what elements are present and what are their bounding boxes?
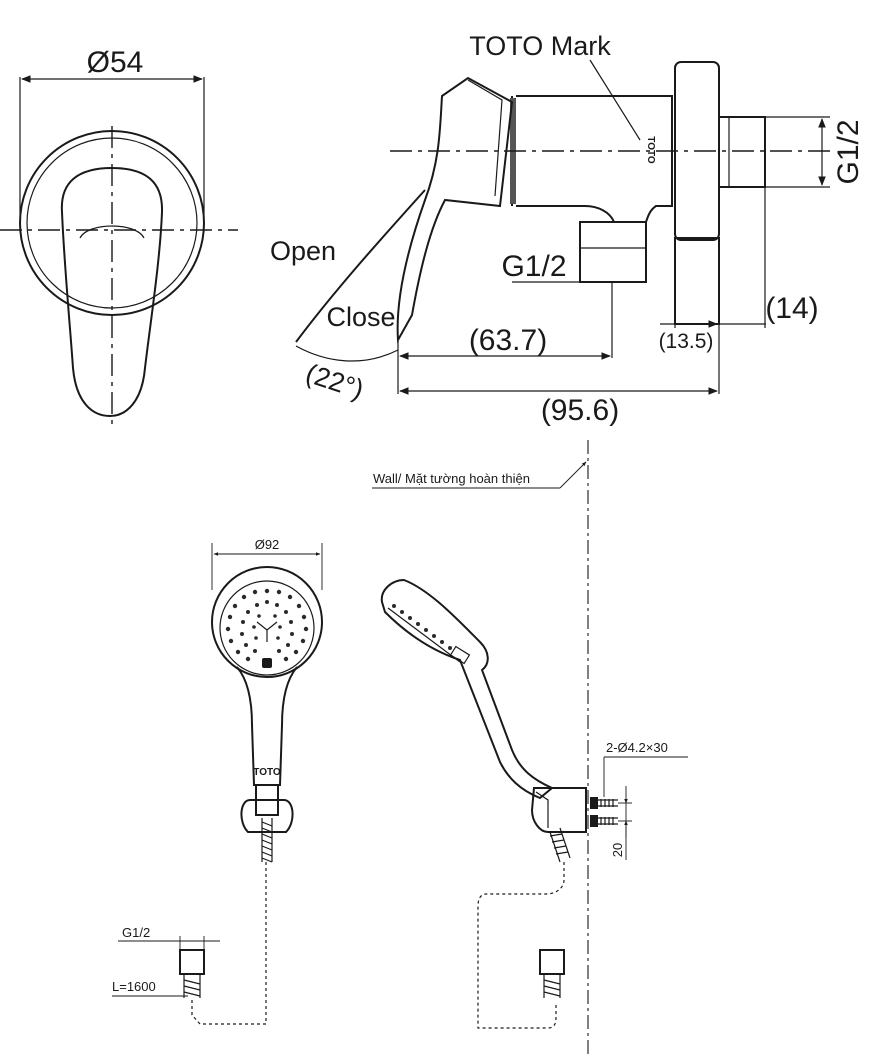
dim-14-label: (14): [765, 292, 818, 325]
mixer-side-view: TOTO TOTO Mark G1/2 G1/2 Open Close (22°…: [270, 31, 865, 427]
shower-front-view: Ø92 TOTO: [112, 537, 323, 1025]
wall-holder-side: [530, 787, 587, 833]
toto-mark-label: TOTO Mark: [469, 31, 611, 61]
dim-63-7-label: (63.7): [469, 324, 547, 357]
hose-end-ribs: [183, 974, 201, 998]
shower-head-nozzles: [225, 588, 309, 662]
angle-label: (22°): [302, 358, 367, 405]
inlet-thread: [718, 116, 766, 188]
screw-label: 2-Ø4.2×30: [606, 740, 668, 755]
hose-connector-ribs: [261, 821, 273, 863]
spray-selector-button: [262, 658, 272, 668]
side-spray-button: [449, 645, 471, 665]
wall-holder-front: [240, 799, 294, 833]
mixer-front-view: Ø54: [0, 46, 238, 430]
close-label: Close: [326, 302, 395, 332]
screw-thread-top: [598, 799, 618, 807]
diameter-label: Ø54: [87, 46, 144, 79]
screw-head-bottom: [590, 815, 598, 827]
hose-side: [477, 862, 565, 1029]
shower-side-view: 2-Ø4.2×30 20: [380, 578, 688, 1029]
outlet-spout: [579, 221, 647, 283]
shower-head-side-nozzles: [392, 604, 452, 650]
shower-head-side: [380, 578, 554, 800]
open-label: Open: [270, 236, 336, 266]
hose-front: [191, 862, 267, 1025]
wall-leader-arrow: [559, 461, 587, 489]
dim-13-5-label: (13.5): [659, 330, 714, 353]
wall: Wall/ Mặt tường hoàn thiện: [372, 440, 589, 1054]
screw-spacing-label: 20: [610, 843, 625, 857]
outlet-thread-label: G1/2: [501, 250, 566, 283]
lever-open-position: [295, 189, 426, 343]
wall-flange-lower: [674, 237, 720, 325]
head-diameter-label: Ø92: [255, 537, 280, 552]
spray-selector-mark: [256, 621, 278, 631]
shower-head-face: [219, 580, 315, 676]
holder-clip-side: [535, 791, 549, 828]
shower-head-outer: [211, 566, 323, 678]
lever-handle-inner-line: [467, 79, 503, 197]
hose-connector-side: [549, 827, 571, 863]
lever-front-highlight: [79, 225, 145, 239]
hose-nut-side: [539, 949, 565, 975]
hose-thread-label: G1/2: [122, 925, 150, 940]
hose-length-label: L=1600: [112, 979, 156, 994]
body-logo: TOTO: [645, 136, 656, 164]
shower-head-face-edge: [387, 607, 461, 663]
lever-sweep-arc: [295, 345, 399, 362]
wall-label: Wall/ Mặt tường hoàn thiện: [373, 471, 530, 486]
hose-nut: [179, 949, 205, 975]
holder-clip-front: [255, 784, 279, 816]
handle-logo: TOTO: [253, 767, 281, 778]
hose-end-ribs-side: [543, 974, 561, 998]
screw-head-top: [590, 797, 598, 809]
dim-95-6-label: (95.6): [541, 394, 619, 427]
screw-thread-bottom: [598, 817, 618, 825]
lever-handle: [396, 76, 514, 344]
side-thread-label: G1/2: [832, 119, 865, 184]
mounting-screws: [590, 797, 618, 827]
toto-mark-leader: [589, 59, 641, 141]
